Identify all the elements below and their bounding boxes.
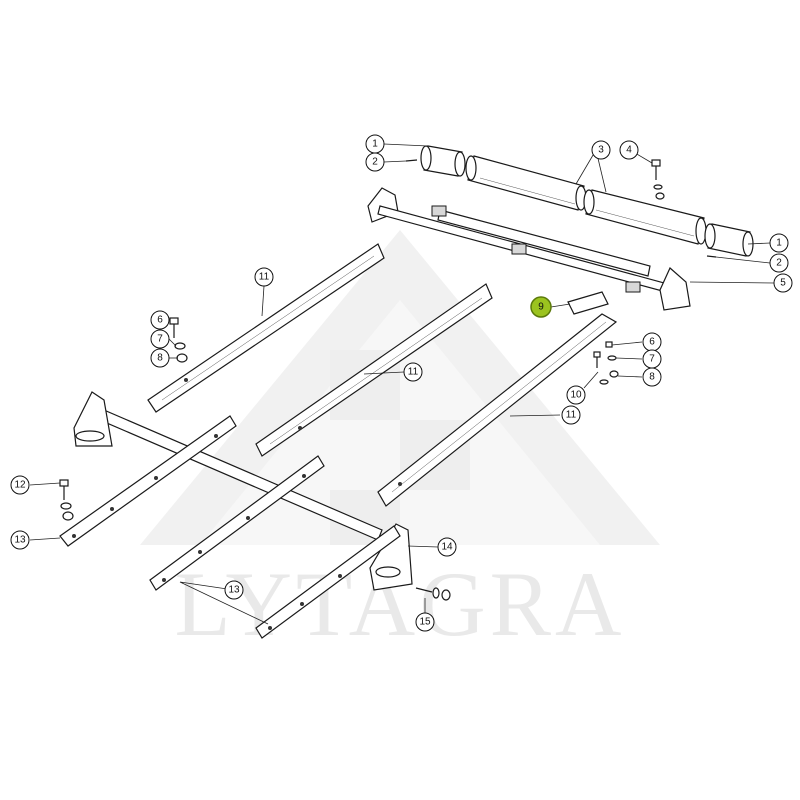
- callout-14[interactable]: 14: [437, 537, 457, 557]
- svg-text:2: 2: [776, 258, 782, 269]
- callout-13[interactable]: 13: [10, 530, 30, 550]
- svg-text:10: 10: [570, 390, 582, 401]
- end-cap-right-part: [704, 223, 754, 257]
- callout-2[interactable]: 2: [769, 253, 789, 273]
- svg-text:5: 5: [780, 278, 786, 289]
- svg-text:1: 1: [776, 238, 782, 249]
- svg-text:12: 12: [14, 480, 26, 491]
- watermark: LYTAGRA: [140, 230, 660, 655]
- callout-10[interactable]: 10: [566, 385, 586, 405]
- callout-11[interactable]: 11: [254, 267, 274, 287]
- shaft-assembly: [405, 145, 754, 258]
- callouts: 1 2 3 4 1 2 5 9 11 6 7 8 11 6 7 8 10 11 …: [10, 134, 793, 632]
- bolt-12-part: [59, 479, 74, 521]
- callout-12[interactable]: 12: [10, 475, 30, 495]
- callout-11[interactable]: 11: [403, 362, 423, 382]
- callout-5[interactable]: 5: [773, 273, 793, 293]
- fastener-right-part: [593, 341, 619, 385]
- callout-2[interactable]: 2: [365, 152, 385, 172]
- svg-text:7: 7: [649, 354, 655, 365]
- callout-4[interactable]: 4: [619, 140, 639, 160]
- svg-text:2: 2: [372, 157, 378, 168]
- callout-11[interactable]: 11: [561, 405, 581, 425]
- callout-7[interactable]: 7: [642, 349, 662, 369]
- strip-1-part: [59, 415, 237, 547]
- bar-left-part: [147, 243, 385, 413]
- callout-7[interactable]: 7: [150, 329, 170, 349]
- fastener-left-part: [169, 317, 188, 363]
- svg-text:1: 1: [372, 139, 378, 150]
- svg-text:14: 14: [441, 542, 453, 553]
- svg-text:11: 11: [566, 410, 577, 421]
- svg-text:7: 7: [157, 334, 163, 345]
- pin-left-part: [405, 159, 418, 162]
- svg-text:13: 13: [14, 535, 26, 546]
- svg-text:8: 8: [649, 372, 655, 383]
- plate-part: [567, 291, 609, 315]
- callout-9-highlighted[interactable]: 9: [530, 296, 552, 318]
- callout-6[interactable]: 6: [150, 310, 170, 330]
- callout-15[interactable]: 15: [415, 612, 435, 632]
- bolt-top-part: [651, 159, 665, 200]
- crossbeam-part: [367, 187, 691, 311]
- callout-8[interactable]: 8: [642, 367, 662, 387]
- svg-text:11: 11: [408, 367, 419, 378]
- svg-text:3: 3: [598, 145, 604, 156]
- leader-lines: [29, 143, 775, 625]
- end-cap-left-part: [420, 145, 466, 177]
- callout-13[interactable]: 13: [224, 580, 244, 600]
- bolt-15-part: [415, 587, 451, 601]
- svg-text:4: 4: [626, 145, 632, 156]
- bar-middle-part: [255, 283, 493, 457]
- bar-right-part: [377, 313, 618, 507]
- svg-text:6: 6: [649, 337, 655, 348]
- svg-text:11: 11: [259, 272, 270, 283]
- callout-1[interactable]: 1: [365, 134, 385, 154]
- callout-8[interactable]: 8: [150, 348, 170, 368]
- tube-left-part: [465, 155, 587, 211]
- svg-text:9: 9: [538, 302, 544, 313]
- svg-text:6: 6: [157, 315, 163, 326]
- callout-6[interactable]: 6: [642, 332, 662, 352]
- pin-right-part: [706, 255, 717, 258]
- svg-text:8: 8: [157, 353, 163, 364]
- tube-right-part: [583, 189, 707, 245]
- lower-frame-part: [73, 391, 413, 591]
- svg-text:15: 15: [419, 617, 431, 628]
- strip-3-part: [255, 525, 401, 639]
- callout-3[interactable]: 3: [591, 140, 611, 160]
- callout-1[interactable]: 1: [769, 233, 789, 253]
- strip-2-part: [149, 455, 325, 591]
- svg-text:13: 13: [228, 585, 240, 596]
